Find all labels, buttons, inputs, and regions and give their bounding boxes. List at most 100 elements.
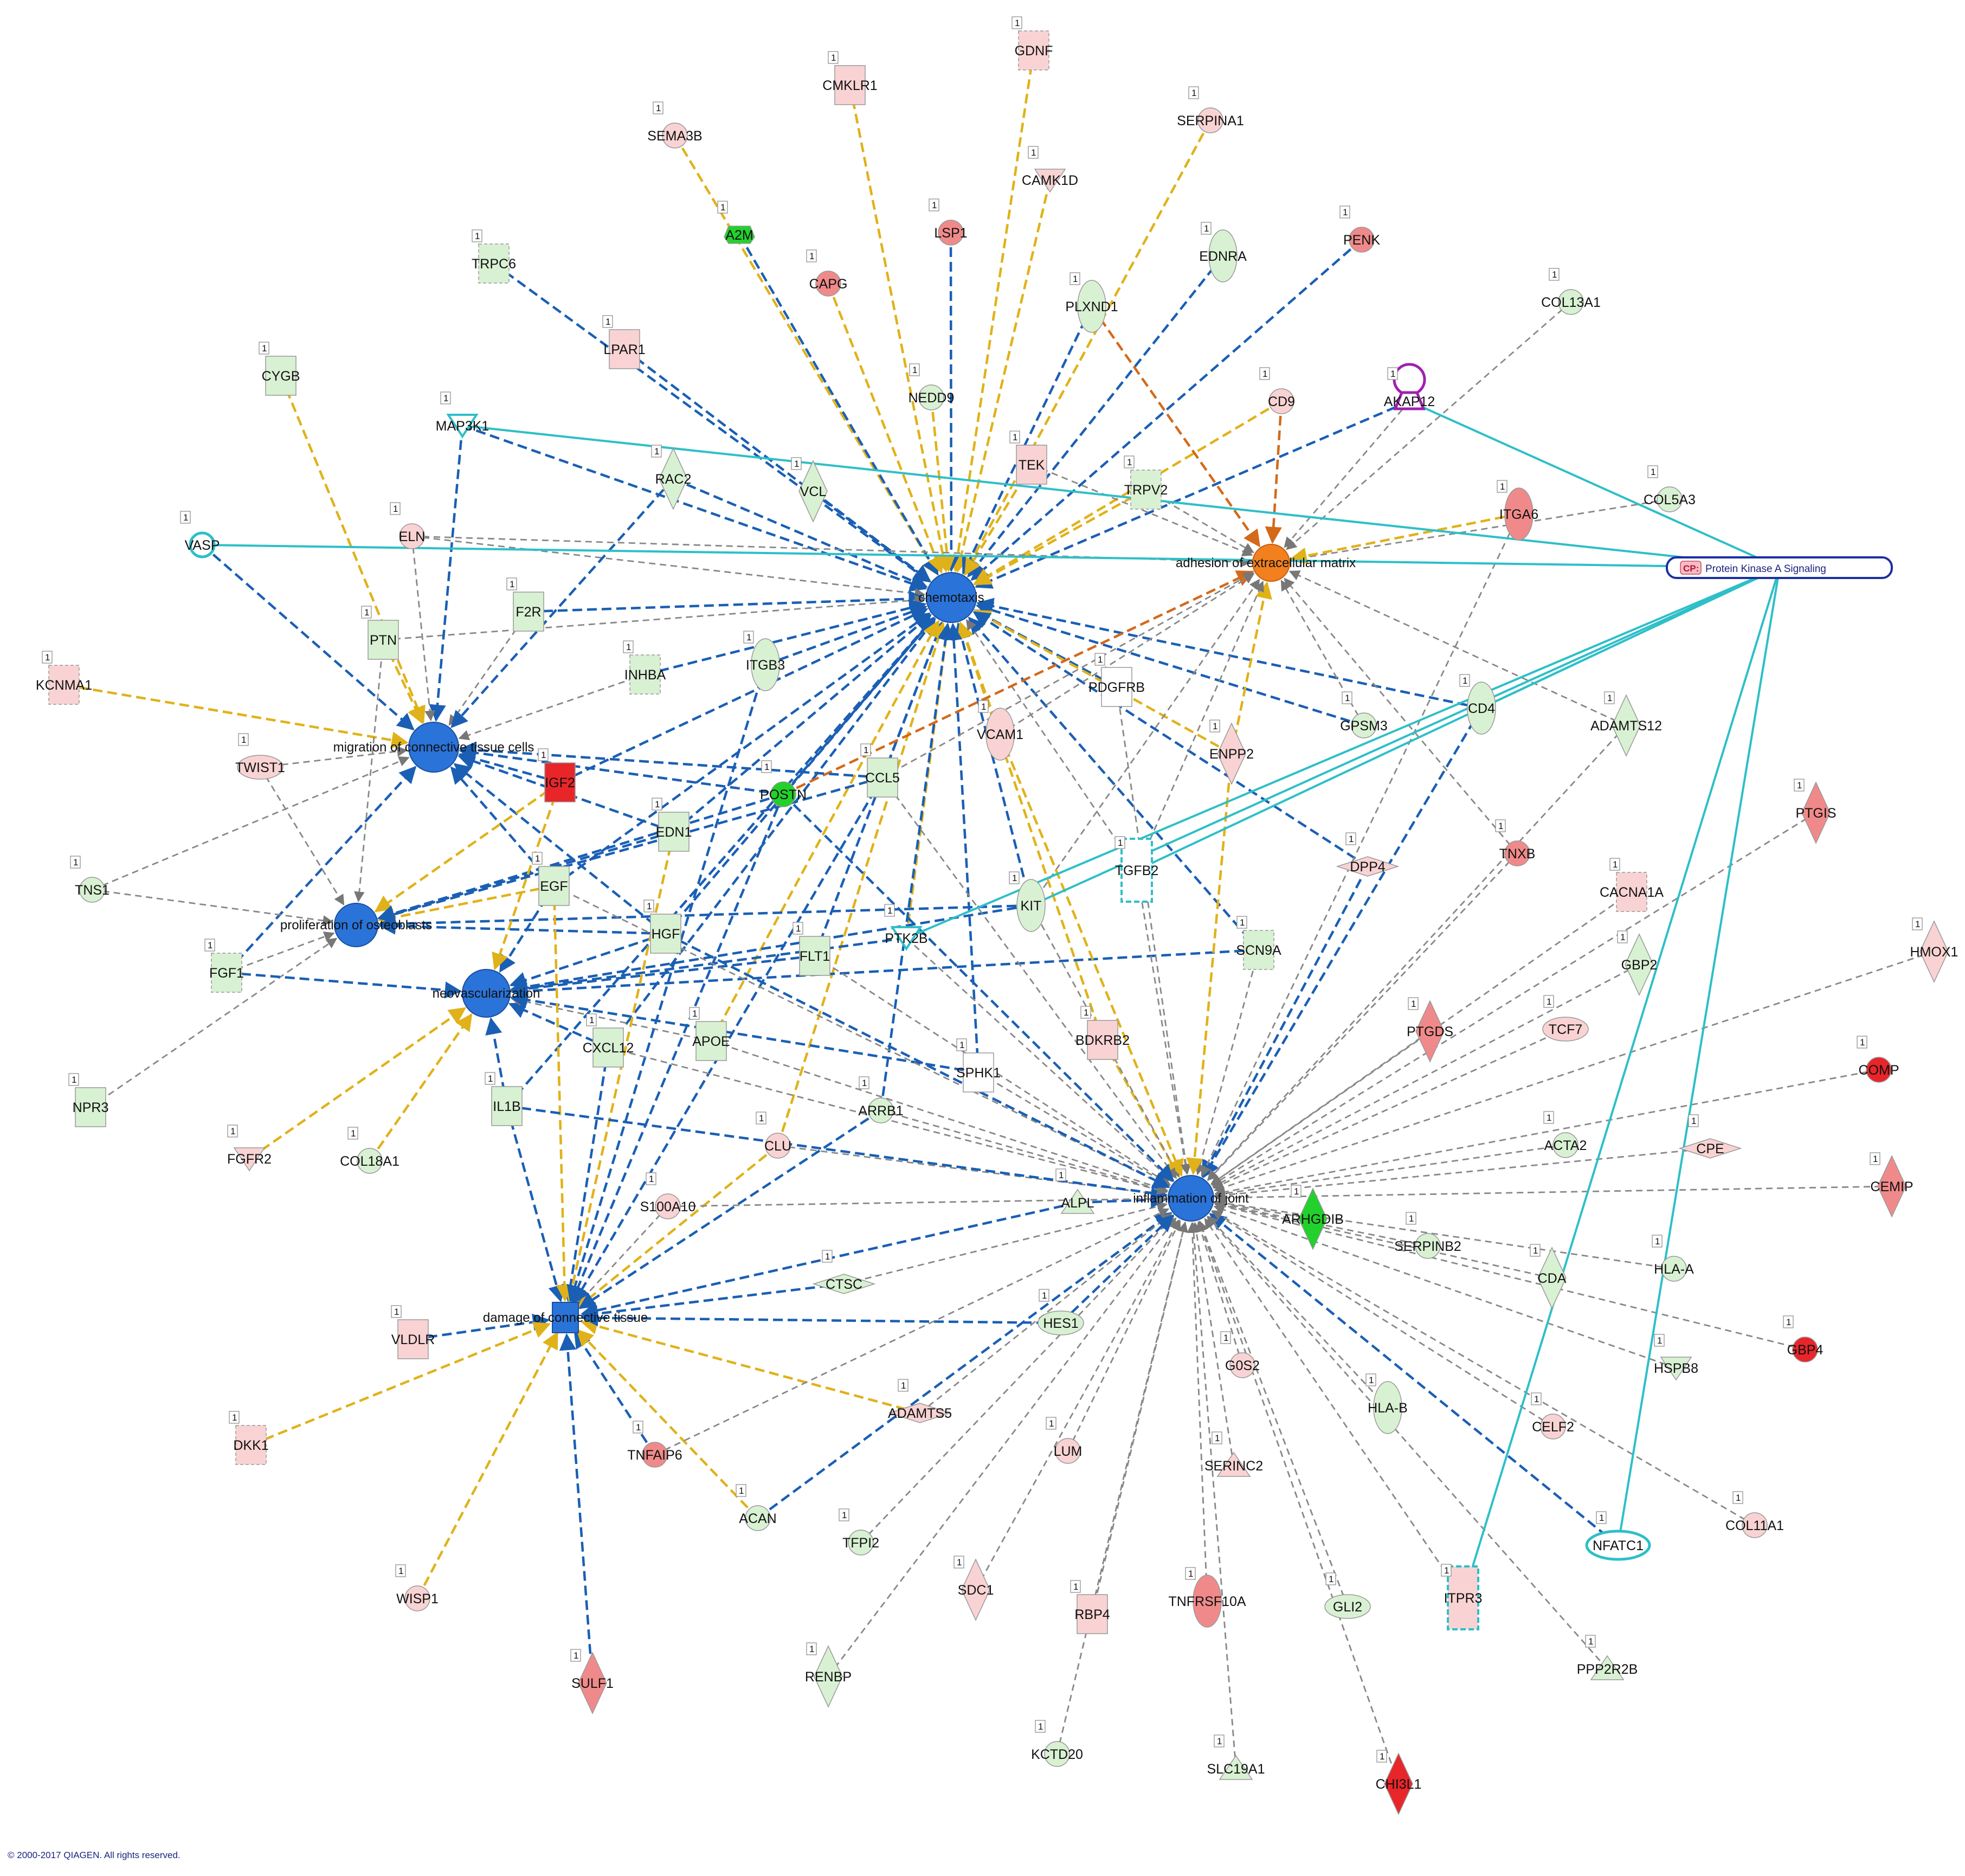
hub-proliferation[interactable]: proliferation of osteoblasts [280, 903, 432, 947]
hub-inflammation[interactable]: inflammation of joint [1133, 1175, 1249, 1222]
hub-chemotaxis[interactable]: chemotaxis [918, 572, 984, 623]
cp-box-outline[interactable] [1666, 556, 1893, 579]
hub-neovascularization[interactable]: neovascularization [433, 969, 540, 1018]
canonical-pathway-box[interactable]: CP: Protein Kinase A Signaling [1666, 556, 1893, 579]
hub-adhesion[interactable]: adhesion of extracellular matrix [1176, 544, 1356, 582]
hub-migration[interactable]: migration of connective tissue cells [333, 722, 534, 773]
